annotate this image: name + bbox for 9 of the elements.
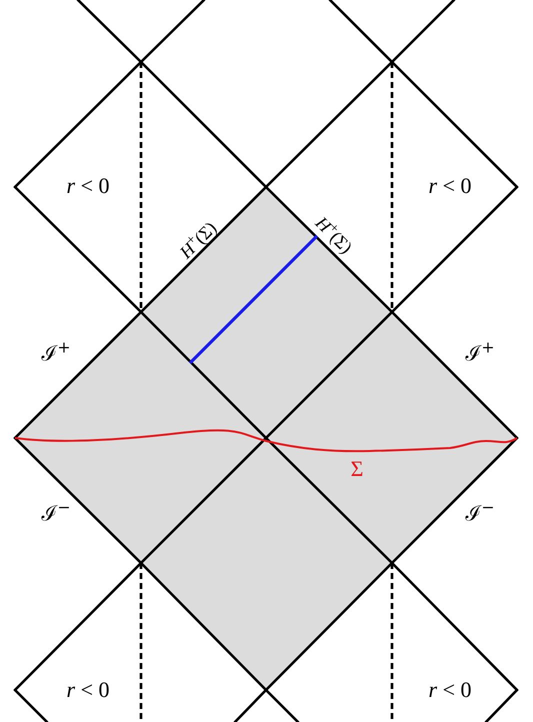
surface-label: Σ (350, 458, 364, 480)
null-infinity-label: ℐ$^{−}$ (41, 504, 71, 524)
region-label: r < 0 (66, 175, 110, 197)
null-infinity-label: ℐ$^{−}$ (465, 504, 495, 524)
region-label: r < 0 (66, 679, 110, 701)
null-infinity-label: ℐ$^{+}$ (41, 344, 71, 364)
region-label: r < 0 (428, 175, 472, 197)
null-infinity-label: ℐ$^{+}$ (465, 344, 495, 364)
region-label: r < 0 (428, 679, 472, 701)
